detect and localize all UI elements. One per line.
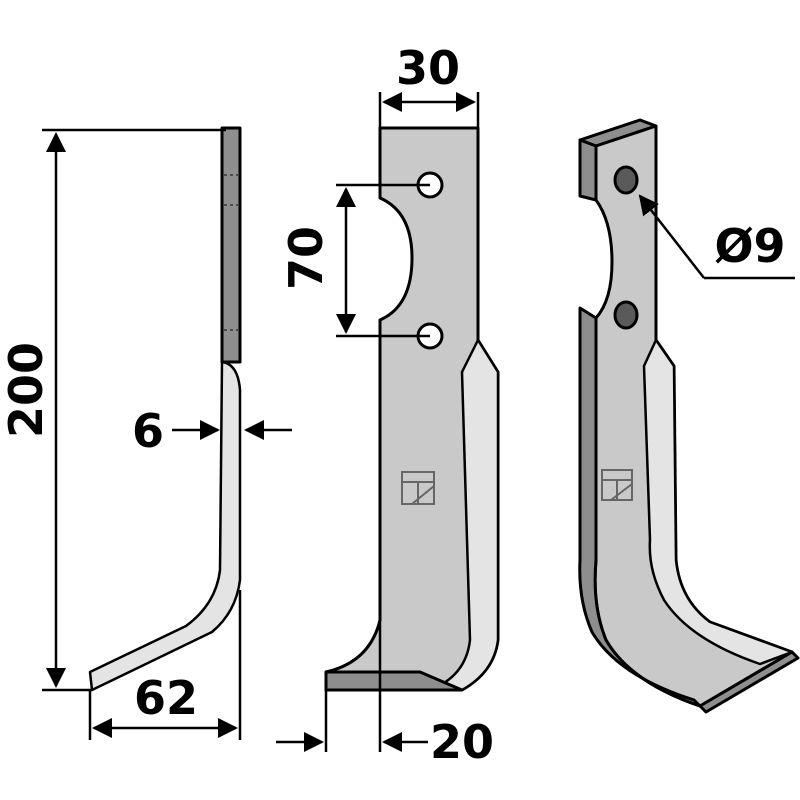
height-label: 200	[0, 342, 53, 438]
blade-front-view	[324, 126, 500, 692]
thickness-label: 6	[132, 404, 164, 458]
hole-diameter-callout: Ø9	[638, 194, 795, 280]
foot-width-label: 20	[430, 715, 494, 769]
side-view-shank	[220, 126, 242, 364]
front-view-foot-edge	[324, 670, 464, 692]
perspective-cutting-edge	[698, 650, 800, 714]
bend-width-dimension: 62	[88, 590, 242, 740]
foot-width-dimension: 20	[276, 620, 494, 769]
hole-spacing-dimension: 70	[279, 183, 430, 338]
top-width-dimension: 30	[378, 41, 480, 128]
perspective-bevel	[642, 338, 794, 666]
blade-side-view	[88, 126, 242, 692]
thickness-dimension: 6	[132, 404, 292, 458]
hole-diameter-label: Ø9	[714, 219, 785, 273]
perspective-upper-hole	[613, 165, 639, 195]
perspective-left-edge	[578, 138, 598, 202]
height-dimension: 200	[0, 128, 226, 692]
blade-perspective-view	[578, 118, 800, 714]
brand-logo	[401, 471, 435, 505]
side-view-curved-blade	[88, 360, 242, 692]
brand-logo-perspective	[601, 469, 633, 501]
top-width-label: 30	[396, 41, 460, 95]
perspective-lower-hole	[613, 300, 639, 330]
bend-width-label: 62	[134, 671, 198, 725]
hole-spacing-label: 70	[279, 226, 333, 290]
